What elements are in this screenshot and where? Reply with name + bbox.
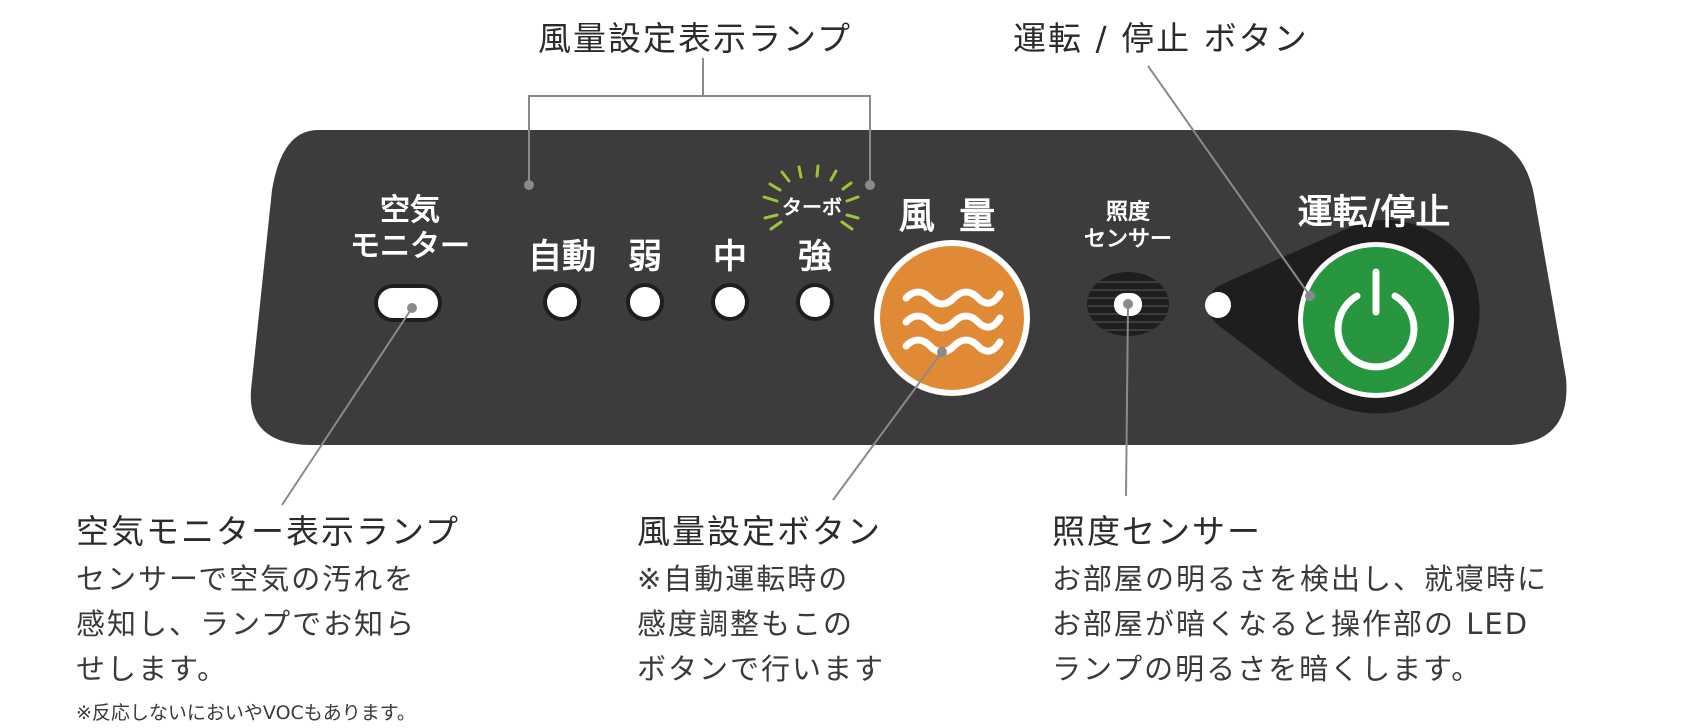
air-monitor-label-line1: 空気 xyxy=(380,193,440,228)
level-label-strong: 強 xyxy=(798,237,832,277)
light-sensor xyxy=(1087,272,1169,336)
lamp-medium xyxy=(711,283,749,321)
sensor-label: 照度 センサー xyxy=(1068,199,1188,253)
level-label-auto: 自動 xyxy=(528,237,596,277)
lamp-weak xyxy=(626,283,664,321)
air-monitor-label-line2: モニター xyxy=(350,229,470,264)
light-sensor-callout: 照度センサー お部屋の明るさを検出し、就寝時に お部屋が暗くなると操作部の LE… xyxy=(1052,505,1548,692)
fan-button-callout-title: 風量設定ボタン xyxy=(637,512,882,551)
air-monitor-lamp xyxy=(374,284,442,322)
air-monitor-callout-line2: 感知し、ランプでお知ら xyxy=(76,607,417,641)
sensor-label-line1: 照度 xyxy=(1105,200,1150,225)
lamp-auto xyxy=(543,283,581,321)
power-button-title: 運転 / 停止 ボタン xyxy=(1013,19,1309,58)
air-monitor-callout-line3: せします。 xyxy=(76,652,229,686)
sensor-label-line2: センサー xyxy=(1083,227,1172,252)
level-label-medium: 中 xyxy=(713,237,747,277)
fan-button[interactable] xyxy=(874,240,1030,396)
fan-button-callout: 風量設定ボタン ※自動運転時の 感度調整もこの ボタンで行います xyxy=(637,505,885,692)
air-monitor-callout: 空気モニター表示ランプ センサーで空気の汚れを 感知し、ランプでお知ら せします… xyxy=(76,505,460,725)
level-label-weak: 弱 xyxy=(628,237,662,277)
air-monitor-callout-title: 空気モニター表示ランプ xyxy=(76,512,461,551)
air-monitor-callout-line1: センサーで空気の汚れを xyxy=(76,562,416,596)
wave-icon xyxy=(902,288,1004,356)
power-icon xyxy=(1334,268,1418,371)
light-sensor-callout-title: 照度センサー xyxy=(1052,512,1262,551)
light-sensor-callout-line3: ランプの明るさを暗くします。 xyxy=(1052,652,1483,686)
air-monitor-label: 空気 モニター xyxy=(340,193,480,265)
lamp-strong xyxy=(796,283,834,321)
fan-label: 風 量 xyxy=(898,196,1002,237)
fan-button-callout-line2: 感度調整もこの xyxy=(637,607,855,641)
leader-lines xyxy=(281,58,1311,506)
air-monitor-callout-note: ※反応しないにおいやVOCもあります。 xyxy=(76,702,416,724)
power-indicator-lamp xyxy=(1205,292,1231,318)
fan-level-lamp-title: 風量設定表示ランプ xyxy=(538,19,853,58)
light-sensor-callout-line1: お部屋の明るさを検出し、就寝時に xyxy=(1052,562,1549,596)
turbo-rays xyxy=(762,164,860,231)
fan-button-callout-line3: ボタンで行います xyxy=(637,652,886,686)
leader-dots xyxy=(407,180,1315,357)
turbo-label: ターボ xyxy=(782,195,842,219)
fan-button-callout-line1: ※自動運転時の xyxy=(637,562,850,596)
power-button[interactable] xyxy=(1298,242,1454,398)
power-label: 運転/停止 xyxy=(1297,193,1451,233)
light-sensor-callout-line2: お部屋が暗くなると操作部の LED xyxy=(1052,607,1530,641)
